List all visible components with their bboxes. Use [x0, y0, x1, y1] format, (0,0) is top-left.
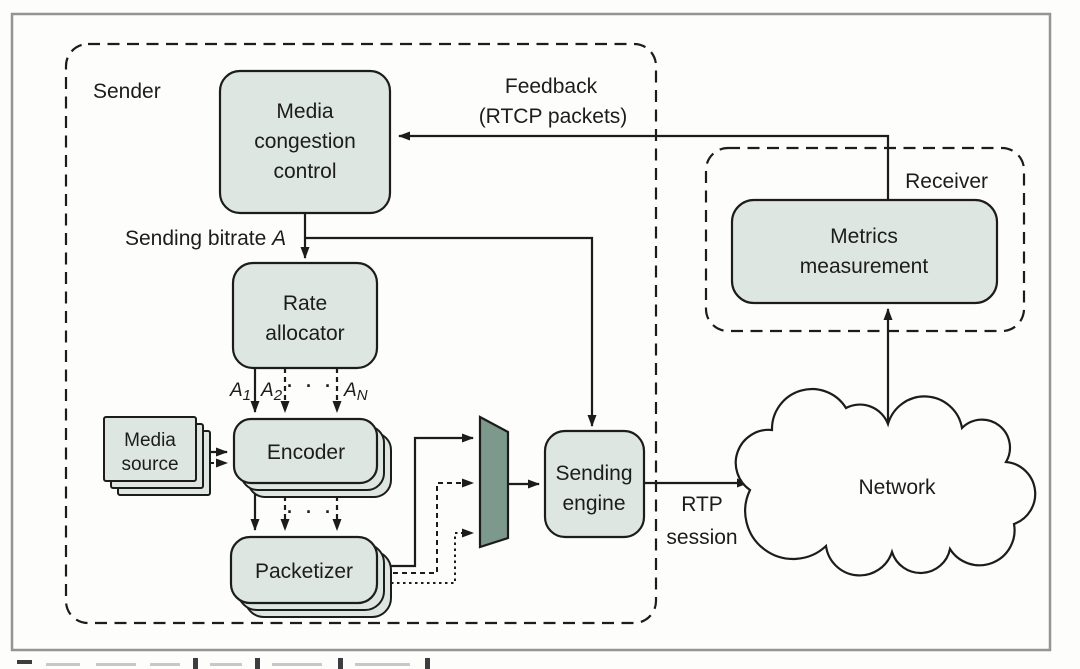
- packetizer-stack: Packetizer: [229, 535, 392, 618]
- rate-allocator-label-line1: Rate: [283, 292, 327, 315]
- rate-output-a1-label: A1: [229, 380, 251, 404]
- metrics-label-line2: measurement: [800, 255, 929, 278]
- rate-output-ellipsis: · · ·: [287, 376, 335, 396]
- rate-allocator-label-line2: allocator: [265, 322, 344, 345]
- feedback-label-line1: Feedback: [505, 75, 598, 98]
- network-cloud: [734, 387, 1037, 577]
- rate-output-an-label: AN: [343, 380, 368, 404]
- media-source-label-line1: Media: [124, 430, 176, 451]
- rate-allocator-box: [231, 261, 379, 370]
- receiver-boundary: [704, 146, 1026, 333]
- sending-engine-label-line1: Sending: [555, 462, 632, 485]
- feedback-arrow: [398, 131, 890, 200]
- packetizer-to-mux-dotted: [391, 528, 474, 584]
- media-source-stack: Media source: [103, 416, 211, 496]
- metrics-measurement-box: [730, 198, 999, 305]
- encoder-label: Encoder: [267, 441, 345, 464]
- rtp-session-label-line1: RTP: [681, 493, 723, 516]
- feedback-label-line2: (RTCP packets): [479, 105, 628, 128]
- sending-bitrate-label: Sending bitrate A: [125, 227, 286, 250]
- sender-boundary: [64, 42, 658, 625]
- bitrate-to-sending-engine-arrow: [305, 236, 597, 427]
- rate-output-a2-label: A2: [260, 380, 283, 404]
- stream-ellipsis: · · ·: [287, 502, 335, 522]
- mcc-label-line2: congestion: [254, 130, 356, 153]
- sending-bitrate-variable: A: [270, 227, 286, 250]
- encoder-stack: Encoder: [232, 417, 392, 498]
- media-congestion-control-box: [218, 69, 392, 215]
- mcc-label-line1: Media: [276, 100, 334, 123]
- rtp-session-label-line2: session: [666, 526, 737, 549]
- sender-label: Sender: [93, 80, 161, 103]
- sending-engine-label-line2: engine: [562, 492, 625, 515]
- metrics-label-line1: Metrics: [830, 225, 898, 248]
- packetizer-label: Packetizer: [255, 560, 353, 583]
- mcc-label-line3: control: [273, 160, 336, 183]
- receiver-label: Receiver: [905, 170, 988, 193]
- multiplexer-shape: [478, 415, 510, 549]
- network-label: Network: [858, 476, 936, 499]
- packetizer-to-mux-solid: [377, 433, 474, 568]
- media-source-label-line2: source: [121, 454, 178, 475]
- sending-bitrate-text: Sending bitrate: [125, 227, 266, 250]
- sending-engine-box: [543, 429, 646, 539]
